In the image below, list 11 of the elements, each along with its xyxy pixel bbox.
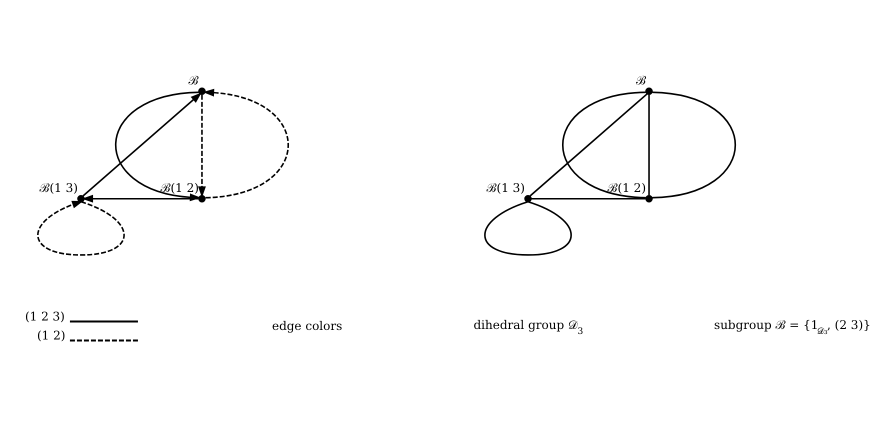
node-label: ℬ [188, 73, 199, 88]
legend-label: (1 2) [36, 328, 66, 342]
node-label: ℬ(1 3) [486, 180, 525, 195]
node-label: ℬ(1 2) [160, 180, 199, 195]
node-label: ℬ [636, 73, 646, 88]
label: dihedral group 𝒟$_{3}$ [474, 318, 584, 337]
legend-label: (1 2 3) [24, 309, 65, 324]
node-label: ℬ(1 2) [608, 180, 646, 195]
label: edge colors [272, 318, 342, 333]
node-label: ℬ(1 3) [39, 180, 78, 195]
label: subgroup ℬ = {1$_{𝒟₃}$, (2 3)} [714, 318, 871, 337]
